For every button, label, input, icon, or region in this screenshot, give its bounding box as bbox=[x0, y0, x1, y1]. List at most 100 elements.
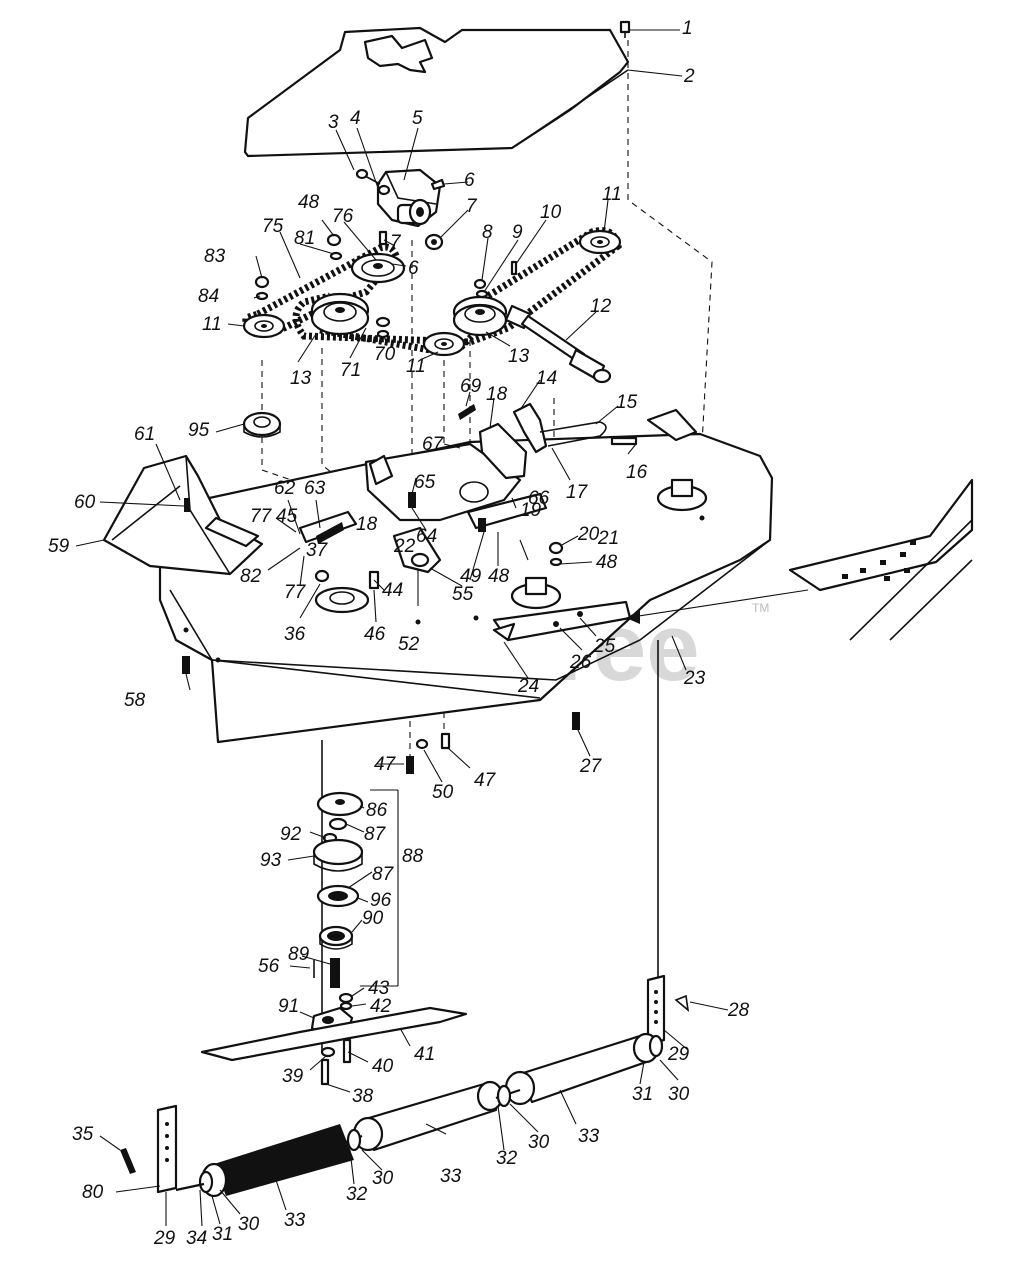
callout-52: 52 bbox=[398, 634, 420, 655]
bolt-47a bbox=[406, 756, 414, 774]
callout-65: 65 bbox=[414, 472, 436, 493]
callout-58: 58 bbox=[124, 690, 146, 711]
spindle-shaft-89 bbox=[330, 958, 340, 988]
roller-tube-33-right bbox=[504, 1032, 660, 1106]
washer-9 bbox=[475, 289, 489, 299]
link-44 bbox=[392, 526, 442, 574]
gearbox bbox=[376, 168, 442, 228]
callout-49: 49 bbox=[460, 566, 482, 587]
bracket-clip-24 bbox=[492, 622, 516, 642]
spindle-housing-left bbox=[314, 586, 370, 614]
callout-8: 8 bbox=[482, 222, 493, 243]
spring-69 bbox=[458, 404, 476, 420]
callout-9: 9 bbox=[512, 222, 523, 243]
callout-15: 15 bbox=[616, 392, 638, 413]
callout-30: 30 bbox=[238, 1214, 260, 1235]
idler-pulley-left bbox=[242, 313, 286, 339]
bolt-58 bbox=[182, 656, 190, 674]
belt-cover bbox=[243, 26, 630, 158]
callout-30: 30 bbox=[668, 1084, 690, 1105]
callout-25: 25 bbox=[593, 636, 616, 657]
callout-38: 38 bbox=[352, 1086, 374, 1107]
spindle-housing-right bbox=[656, 478, 708, 512]
lift-bracket bbox=[478, 422, 528, 480]
bolt-49 bbox=[478, 518, 486, 532]
callout-47: 47 bbox=[474, 770, 497, 791]
callout-42: 42 bbox=[370, 996, 392, 1017]
drive-shaft bbox=[504, 304, 612, 384]
bolt-27 bbox=[572, 712, 580, 730]
callout-62: 62 bbox=[274, 478, 296, 499]
key-10 bbox=[510, 260, 518, 276]
nut-8 bbox=[473, 278, 487, 290]
axle-34 bbox=[175, 1182, 205, 1192]
spindle-pulley-left bbox=[310, 292, 370, 336]
washer-42 bbox=[339, 1001, 353, 1011]
spindle-housing-center bbox=[510, 576, 562, 610]
callout-77: 77 bbox=[284, 582, 307, 603]
callout-14: 14 bbox=[536, 368, 557, 389]
rear-hanger-bracket bbox=[646, 408, 698, 442]
callout-6: 6 bbox=[408, 258, 419, 279]
callout-43: 43 bbox=[368, 978, 390, 999]
callout-87: 87 bbox=[372, 864, 395, 885]
callout-18: 18 bbox=[486, 384, 508, 405]
roller-bracket-left bbox=[156, 1104, 178, 1194]
callout-11: 11 bbox=[202, 314, 222, 335]
bolt-65 bbox=[408, 492, 416, 508]
callout-13: 13 bbox=[508, 346, 530, 367]
blade-41 bbox=[200, 1006, 468, 1062]
washer-70 bbox=[376, 329, 390, 339]
callout-84: 84 bbox=[198, 286, 219, 307]
callout-26: 26 bbox=[569, 652, 592, 673]
bearing-96 bbox=[316, 884, 360, 908]
bolt-38 bbox=[320, 1058, 330, 1086]
washer-21 bbox=[549, 557, 563, 567]
callout-3: 3 bbox=[328, 112, 339, 133]
lift-link-19 bbox=[466, 492, 548, 530]
spindle-pulley-right bbox=[452, 295, 508, 337]
callout-32: 32 bbox=[496, 1148, 518, 1169]
callout-37: 37 bbox=[306, 540, 329, 561]
bushing-30d bbox=[648, 1034, 664, 1058]
spacer-95 bbox=[242, 411, 282, 438]
callout-23: 23 bbox=[683, 668, 706, 689]
bushing-30a bbox=[496, 1084, 512, 1108]
callout-17: 17 bbox=[566, 482, 589, 503]
guide-line-1 bbox=[627, 40, 713, 481]
callout-10: 10 bbox=[540, 202, 562, 223]
deck-skirt-edge-2 bbox=[211, 659, 541, 699]
nut-43 bbox=[338, 992, 354, 1004]
callout-40: 40 bbox=[372, 1056, 394, 1077]
callout-48: 48 bbox=[298, 192, 320, 213]
callout-81: 81 bbox=[294, 228, 315, 249]
callout-71: 71 bbox=[340, 360, 361, 381]
idler-pulley-center bbox=[422, 331, 466, 357]
belt-cover-cutout bbox=[363, 34, 434, 74]
callout-36: 36 bbox=[284, 624, 306, 645]
callout-41: 41 bbox=[414, 1044, 435, 1065]
callout-91: 91 bbox=[278, 996, 299, 1017]
callout-82: 82 bbox=[240, 566, 262, 587]
callout-12: 12 bbox=[590, 296, 612, 317]
callout-47: 47 bbox=[374, 754, 397, 775]
deck-skirt-edge bbox=[169, 539, 771, 681]
bushing-30c bbox=[198, 1170, 214, 1194]
callout-80: 80 bbox=[82, 1182, 104, 1203]
idler-pulley-right bbox=[578, 229, 622, 255]
deck-rivet bbox=[473, 615, 479, 621]
callout-4: 4 bbox=[350, 108, 361, 129]
bushing-30b bbox=[346, 1128, 362, 1152]
callout-60: 60 bbox=[74, 492, 96, 513]
guide-line-2 bbox=[261, 360, 351, 501]
callout-27: 27 bbox=[579, 756, 603, 777]
callout-93: 93 bbox=[260, 850, 282, 871]
pointer-arrowhead bbox=[626, 610, 640, 624]
gearbox-bolt bbox=[355, 168, 381, 185]
callout-35: 35 bbox=[72, 1124, 94, 1145]
deck-rivet bbox=[183, 627, 189, 633]
callout-21: 21 bbox=[597, 528, 619, 549]
callout-48: 48 bbox=[596, 552, 618, 573]
nut-83 bbox=[254, 275, 270, 289]
callout-13: 13 bbox=[290, 368, 312, 389]
